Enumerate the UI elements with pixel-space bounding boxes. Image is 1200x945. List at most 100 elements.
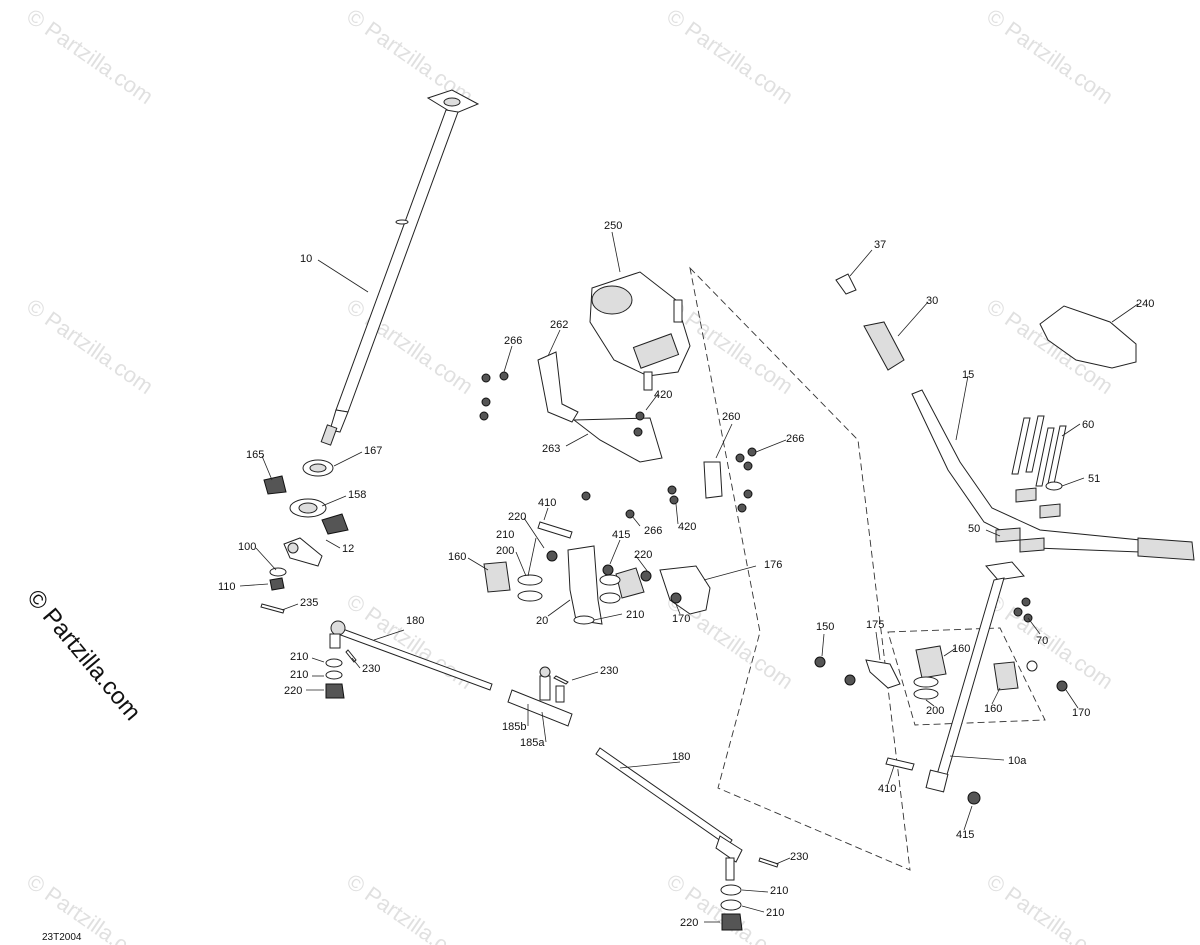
callout-160-b: 160 bbox=[952, 643, 970, 655]
callout-220-d: 220 bbox=[634, 549, 652, 561]
callout-263: 263 bbox=[542, 443, 560, 455]
callout-170-b: 170 bbox=[1072, 707, 1090, 719]
callout-180-lower: 180 bbox=[672, 751, 690, 763]
clamp-12-right bbox=[321, 513, 349, 535]
watermark: © Partzilla.com bbox=[22, 294, 158, 400]
callout-220-b: 220 bbox=[680, 917, 698, 929]
callout-20: 20 bbox=[536, 615, 548, 627]
callout-15: 15 bbox=[962, 369, 974, 381]
callout-235: 235 bbox=[300, 597, 318, 609]
washer-210-d bbox=[720, 899, 742, 911]
bearing-158 bbox=[289, 498, 327, 518]
bushing-160-c bbox=[993, 661, 1019, 691]
callout-175: 175 bbox=[866, 619, 884, 631]
callout-200-a: 200 bbox=[496, 545, 514, 557]
washer-210-c bbox=[720, 884, 742, 896]
cotter-pin-230-b bbox=[553, 675, 569, 685]
callout-185b: 185b bbox=[502, 721, 526, 733]
callout-70: 70 bbox=[1036, 635, 1048, 647]
cotter-pin-235 bbox=[260, 603, 285, 614]
nut-150 bbox=[814, 656, 826, 668]
callout-410-b: 410 bbox=[878, 783, 896, 795]
watermark: © Partzilla.com bbox=[22, 4, 158, 110]
nut-220-c bbox=[546, 550, 558, 562]
bushing-160-left bbox=[483, 561, 511, 593]
callout-176: 176 bbox=[764, 559, 782, 571]
clamps-50 bbox=[995, 487, 1061, 553]
cotter-pin-230-a bbox=[345, 649, 357, 663]
callout-415-a: 415 bbox=[612, 529, 630, 541]
watermark: © Partzilla.com bbox=[982, 869, 1118, 945]
callout-210-c: 210 bbox=[770, 885, 788, 897]
steering-column-10a bbox=[925, 561, 1025, 793]
callout-230-b: 230 bbox=[600, 665, 618, 677]
power-steering-unit-250 bbox=[589, 271, 691, 391]
callout-185a: 185a bbox=[520, 737, 545, 749]
bolts-60 bbox=[1011, 415, 1067, 487]
callout-266-b: 266 bbox=[786, 433, 804, 445]
callout-220-a: 220 bbox=[284, 685, 302, 697]
handlebar-cover-240 bbox=[1039, 305, 1137, 369]
washer-200-b2 bbox=[913, 688, 939, 700]
bushing-160-right bbox=[615, 567, 645, 599]
bracket-175 bbox=[865, 659, 901, 689]
callout-60: 60 bbox=[1082, 419, 1094, 431]
steering-rack-group-outline bbox=[689, 266, 911, 871]
callout-10: 10 bbox=[300, 253, 312, 265]
callout-230-a: 230 bbox=[362, 663, 380, 675]
watermark: © Partzilla.com bbox=[982, 4, 1118, 110]
ball-joint-185 bbox=[507, 666, 573, 727]
callout-262: 262 bbox=[550, 319, 568, 331]
watermark: © Partzilla.com bbox=[342, 869, 478, 945]
callout-12: 12 bbox=[342, 543, 354, 555]
tie-rod-180-lower bbox=[595, 747, 743, 881]
bracket-262 bbox=[537, 351, 579, 423]
callout-50: 50 bbox=[968, 523, 980, 535]
mount-260 bbox=[703, 461, 723, 499]
nut-415-a bbox=[602, 564, 614, 576]
callout-10a: 10a bbox=[1008, 755, 1027, 767]
callout-150: 150 bbox=[816, 621, 834, 633]
washer-210-b bbox=[325, 670, 343, 680]
callout-266-c: 266 bbox=[644, 525, 662, 537]
callout-410-a: 410 bbox=[538, 497, 556, 509]
tie-rod-180-upper bbox=[329, 620, 493, 691]
callout-210-f: 210 bbox=[626, 609, 644, 621]
nut-220-a bbox=[325, 683, 345, 699]
callout-260: 260 bbox=[722, 411, 740, 423]
washer-51 bbox=[1045, 481, 1063, 491]
steering-bracket-20 bbox=[567, 545, 603, 625]
callout-200-b: 200 bbox=[926, 705, 944, 717]
callout-210-d: 210 bbox=[766, 907, 784, 919]
lower-bracket-group-outline bbox=[887, 627, 1046, 726]
washer-210-a bbox=[325, 658, 343, 668]
callout-220-c: 220 bbox=[508, 511, 526, 523]
cotter-pin-230-c bbox=[758, 857, 779, 868]
leader-lines bbox=[239, 231, 1139, 923]
callout-158: 158 bbox=[348, 489, 366, 501]
nut-170-b2 bbox=[1056, 680, 1068, 692]
end-plug-37 bbox=[835, 273, 857, 295]
callout-51: 51 bbox=[1088, 473, 1100, 485]
callout-420-b: 420 bbox=[678, 521, 696, 533]
bearing-167 bbox=[302, 459, 334, 477]
callout-250: 250 bbox=[604, 220, 622, 232]
pitman-arm-100 bbox=[283, 537, 323, 567]
nut-110 bbox=[269, 577, 285, 591]
callout-415-b: 415 bbox=[956, 829, 974, 841]
washer-100 bbox=[269, 567, 287, 577]
nut-415-b bbox=[967, 791, 981, 805]
washer-210-f bbox=[573, 615, 595, 625]
nut-150-b bbox=[844, 674, 856, 686]
callout-37: 37 bbox=[874, 239, 886, 251]
nuts-70 bbox=[1013, 597, 1033, 623]
callout-100: 100 bbox=[238, 541, 256, 553]
bolt-410-a bbox=[537, 521, 573, 539]
callout-230-c: 230 bbox=[790, 851, 808, 863]
clamp-165 bbox=[263, 475, 287, 495]
callout-240: 240 bbox=[1136, 298, 1154, 310]
callout-167: 167 bbox=[364, 445, 382, 457]
bracket-263 bbox=[572, 417, 663, 463]
bolt-410-b bbox=[885, 757, 915, 771]
steering-column-10 bbox=[320, 89, 480, 446]
